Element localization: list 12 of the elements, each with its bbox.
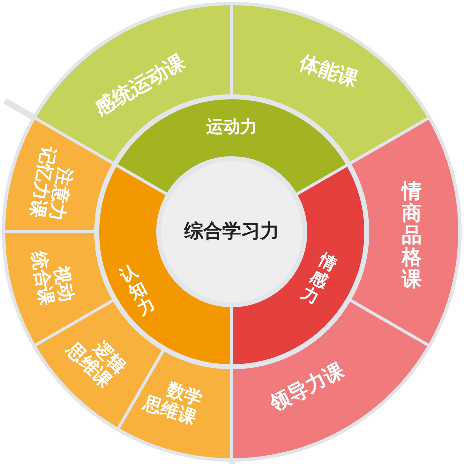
segment-label: 领导力课 [266, 358, 348, 415]
segment-label: 数学思维课 [142, 378, 206, 430]
segment-label: 视动统合课 [27, 249, 76, 307]
segment-label: 综合学习力 [184, 222, 280, 242]
segment-label: 运动力 [206, 118, 258, 138]
segment-label: 感统运动课 [92, 50, 190, 120]
segment-label: 情商品格课 [402, 180, 422, 290]
segment-label: 注意力记忆力课 [26, 144, 77, 223]
segment-label: 逻辑思维课 [62, 336, 130, 392]
segment-label: 情感力 [298, 252, 340, 310]
segment-label: 体能课 [296, 51, 361, 91]
segment-label: 认知力 [117, 262, 159, 320]
